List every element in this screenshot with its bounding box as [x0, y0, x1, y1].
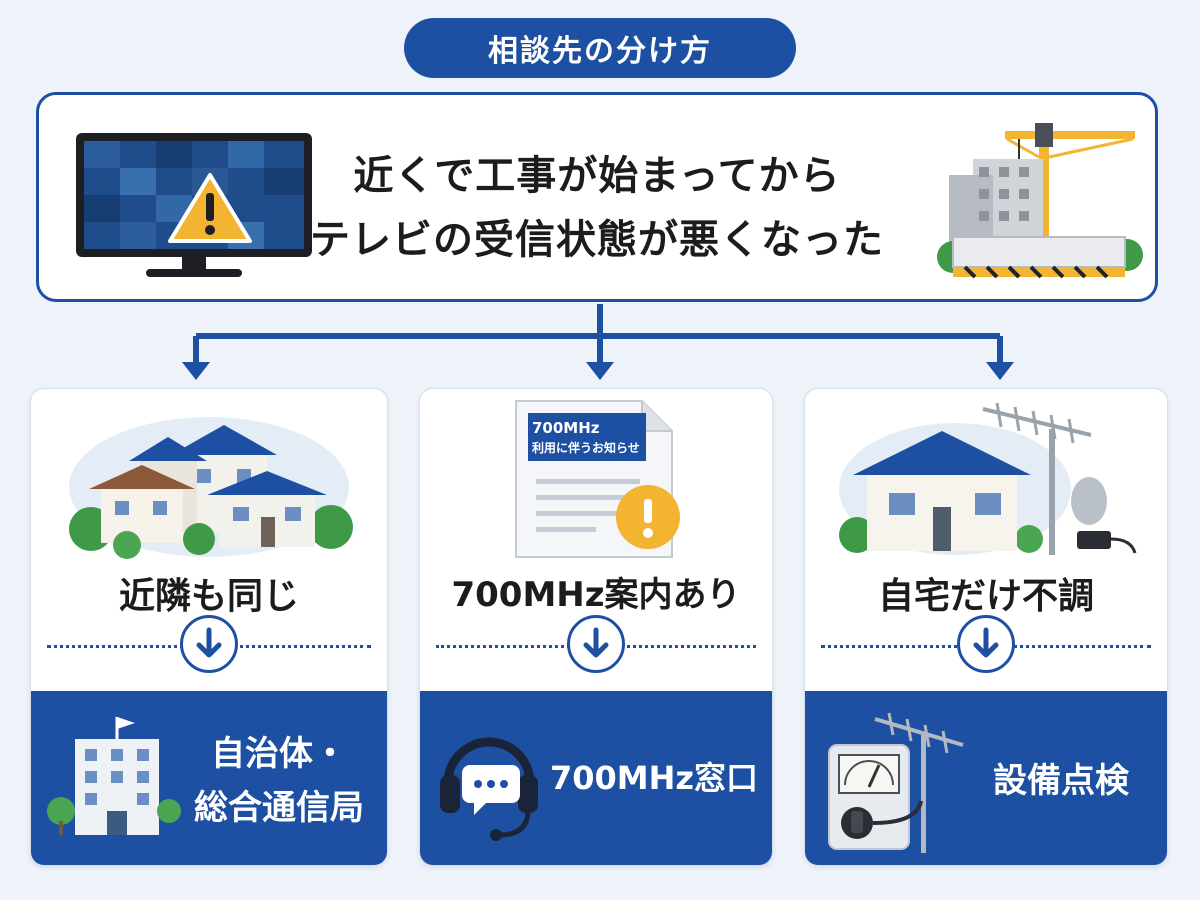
card-only-my-home: 自宅だけ不調 設備点検 — [804, 388, 1168, 866]
arrow-down-icon — [957, 615, 1015, 673]
destination-label: 設備点検 — [993, 761, 1129, 801]
card-heading: 自宅だけ不調 — [877, 576, 1094, 617]
branch-connector — [182, 304, 1014, 380]
destination-label: 700MHz窓口 — [549, 759, 759, 797]
question-box: 近くで工事が始まってから テレビの受信状態が悪くなった — [36, 92, 1158, 302]
signal-meter-antenna-icon — [828, 712, 964, 853]
arrow-down-icon — [567, 615, 625, 673]
card-700mhz-notice: 700MHz 利用に伴うお知らせ 700MHz案内あり 700MHz窓口 — [419, 388, 773, 866]
destination-panel: 設備点検 — [805, 691, 1167, 865]
destination-label-line-2: 総合通信局 — [194, 788, 364, 828]
notice-title: 700MHz — [532, 419, 600, 437]
card-heading: 近隣も同じ — [118, 576, 299, 617]
notice-subtitle: 利用に伴うお知らせ — [532, 441, 640, 455]
destination-label-line-1: 自治体・ — [211, 734, 347, 774]
destination-panel: 自治体・ 総合通信局 — [31, 691, 387, 865]
tv-warning-icon — [76, 133, 312, 277]
question-line-2: テレビの受信状態が悪くなった — [310, 217, 884, 263]
construction-site-icon — [937, 123, 1143, 279]
house-antenna-icon — [839, 402, 1137, 555]
question-line-1: 近くで工事が始まってから — [353, 153, 841, 199]
card-heading: 700MHz案内あり — [451, 575, 741, 615]
destination-panel: 700MHz窓口 — [420, 691, 772, 865]
page-title: 相談先の分け方 — [404, 18, 796, 78]
government-building-icon — [47, 717, 181, 835]
notice-document-icon — [515, 400, 680, 558]
headset-chat-icon — [440, 737, 538, 841]
card-neighbors: 近隣も同じ 自治体・ 総合通信局 — [30, 388, 388, 866]
houses-icon — [69, 417, 353, 559]
arrow-down-icon — [180, 615, 238, 673]
